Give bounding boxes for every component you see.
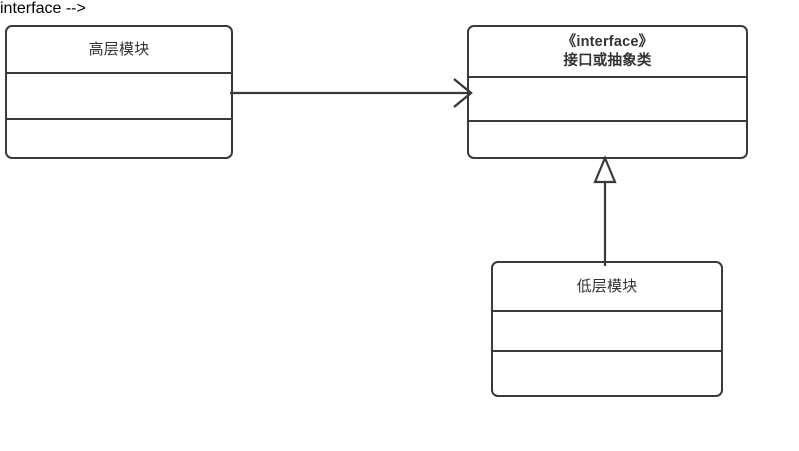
class-name-label-interface: 接口或抽象类	[563, 52, 652, 69]
class-attributes-low-level-module	[493, 310, 721, 350]
relationship-realization-low-level-to-interface[interactable]	[580, 150, 630, 268]
hollow-triangle-arrowhead-icon	[593, 155, 617, 184]
class-methods-high-level-module	[7, 118, 231, 157]
class-methods-low-level-module	[493, 350, 721, 395]
uml-class-low-level-module[interactable]: 低层模块	[491, 261, 723, 397]
class-methods-interface-or-abstract-class	[469, 120, 746, 157]
uml-class-interface-or-abstract-class[interactable]: 《interface》 接口或抽象类	[467, 25, 748, 159]
class-name-high-level-module: 高层模块	[88, 40, 150, 58]
relationship-dependency-high-level-to-interface[interactable]	[228, 70, 476, 120]
class-header-low-level-module: 低层模块	[493, 263, 721, 310]
class-name-low-level-module: 低层模块	[576, 277, 638, 295]
class-header-interface-or-abstract-class: 《interface》 接口或抽象类	[469, 27, 746, 76]
open-arrowhead-icon	[453, 78, 473, 108]
uml-class-high-level-module[interactable]: 高层模块	[5, 25, 233, 159]
class-name-interface-or-abstract-class: 《interface》 接口或抽象类	[562, 33, 654, 71]
class-attributes-interface-or-abstract-class	[469, 76, 746, 120]
class-attributes-high-level-module	[7, 72, 231, 118]
class-header-high-level-module: 高层模块	[7, 27, 231, 72]
class-stereotype-interface: 《interface》	[561, 33, 654, 50]
